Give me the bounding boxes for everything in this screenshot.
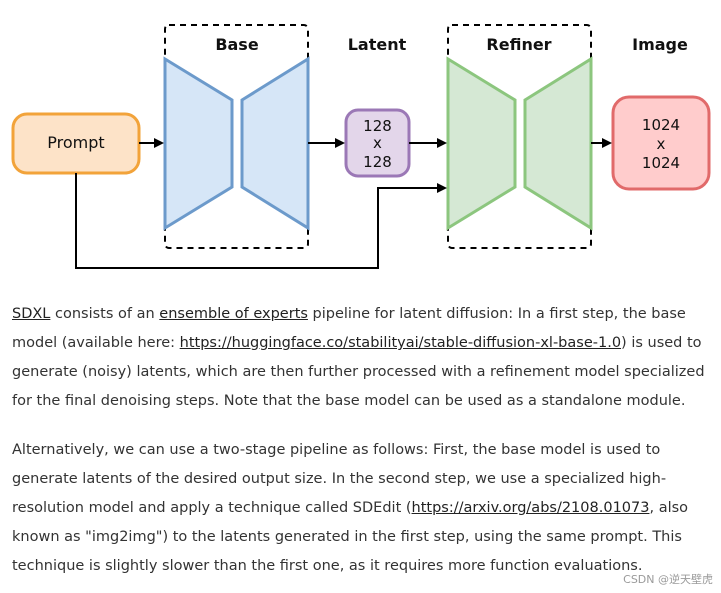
- prompt-label: Prompt: [47, 133, 104, 152]
- latent-size-line-1: 128: [363, 117, 392, 135]
- base-decoder-shape: [240, 56, 310, 231]
- latent-size-line-3: 128: [363, 153, 392, 171]
- image-title: Image: [632, 35, 688, 54]
- paragraph-2-text-1: Alternatively, we can use a two-stage pi…: [12, 442, 667, 516]
- refiner-decoder-shape: [523, 56, 593, 231]
- image-size-line-3: 1024: [642, 154, 680, 172]
- latent-size-line-2: x: [373, 134, 382, 152]
- sdxl-link[interactable]: SDXL: [12, 306, 51, 322]
- paragraph-1-text-3: ) is used to generate (noisy) latents, w…: [12, 335, 705, 409]
- sdxl-pipeline-diagram: Base Latent Refiner Image Prompt 128 x 1…: [0, 0, 721, 290]
- paragraph-2: Alternatively, we can use a two-stage pi…: [12, 436, 712, 581]
- image-box: [611, 95, 711, 191]
- base-encoder-shape: [163, 56, 234, 231]
- prompt-skip-connection: [75, 173, 447, 269]
- paragraph-1-text-2: pipeline for latent diffusion: In a firs…: [12, 306, 686, 351]
- paragraph-1: SDXL consists of an ensemble of experts …: [12, 300, 712, 416]
- pipeline-svg: Base Latent Refiner Image Prompt 128 x 1…: [11, 24, 711, 269]
- paragraph-2-text-2: , also known as "img2img") to the latent…: [12, 500, 689, 574]
- huggingface-base-link[interactable]: https://huggingface.co/stabilityai/stabl…: [179, 335, 622, 351]
- watermark-text: CSDN @逆天壁虎: [623, 573, 713, 586]
- refiner-title: Refiner: [486, 35, 551, 54]
- image-size-line-2: x: [657, 135, 666, 153]
- image-size-line-1: 1024: [642, 116, 680, 134]
- description-text: SDXL consists of an ensemble of experts …: [12, 300, 712, 593]
- ensemble-of-experts-link[interactable]: ensemble of experts: [159, 306, 308, 322]
- paragraph-1-text-1: consists of an: [50, 306, 160, 322]
- refiner-encoder-shape: [446, 56, 517, 231]
- sdedit-paper-link[interactable]: https://arxiv.org/abs/2108.01073: [411, 500, 650, 516]
- base-title: Base: [215, 35, 259, 54]
- latent-title: Latent: [348, 35, 407, 54]
